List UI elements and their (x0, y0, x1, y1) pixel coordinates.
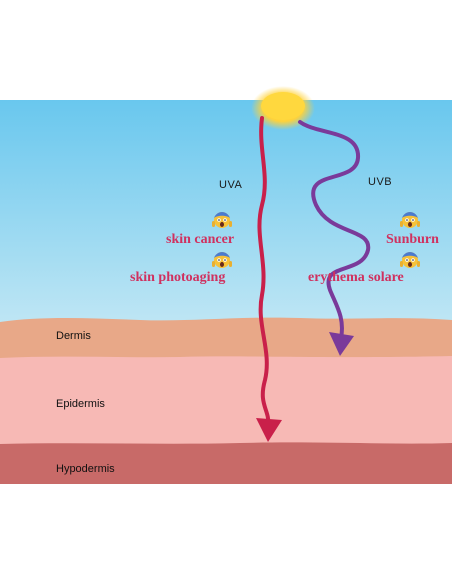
epidermis-layer (0, 356, 452, 446)
uva-effect-skin-cancer: skin cancer (166, 232, 235, 247)
hypodermis-layer (0, 442, 452, 484)
screaming-face-icon (212, 212, 232, 228)
uvb-effect-sunburn: Sunburn (386, 232, 439, 247)
sky-background (0, 100, 452, 325)
sun-icon (251, 86, 315, 130)
uvb-ray-arrow (298, 120, 371, 356)
uvb-label: UVB (368, 176, 393, 188)
uva-effect-photoaging: skin photoaging (130, 270, 226, 285)
hypodermis-label: Hypodermis (56, 463, 115, 475)
uva-label: UVA (219, 179, 243, 191)
screaming-face-icon (400, 252, 420, 268)
screaming-face-icon (400, 212, 420, 228)
uvb-effect-erythema: erythema solare (308, 270, 404, 285)
uva-ray-arrow (256, 116, 282, 442)
screaming-face-icon (212, 252, 232, 268)
dermis-label: Dermis (56, 330, 91, 342)
epidermis-label: Epidermis (56, 398, 105, 410)
